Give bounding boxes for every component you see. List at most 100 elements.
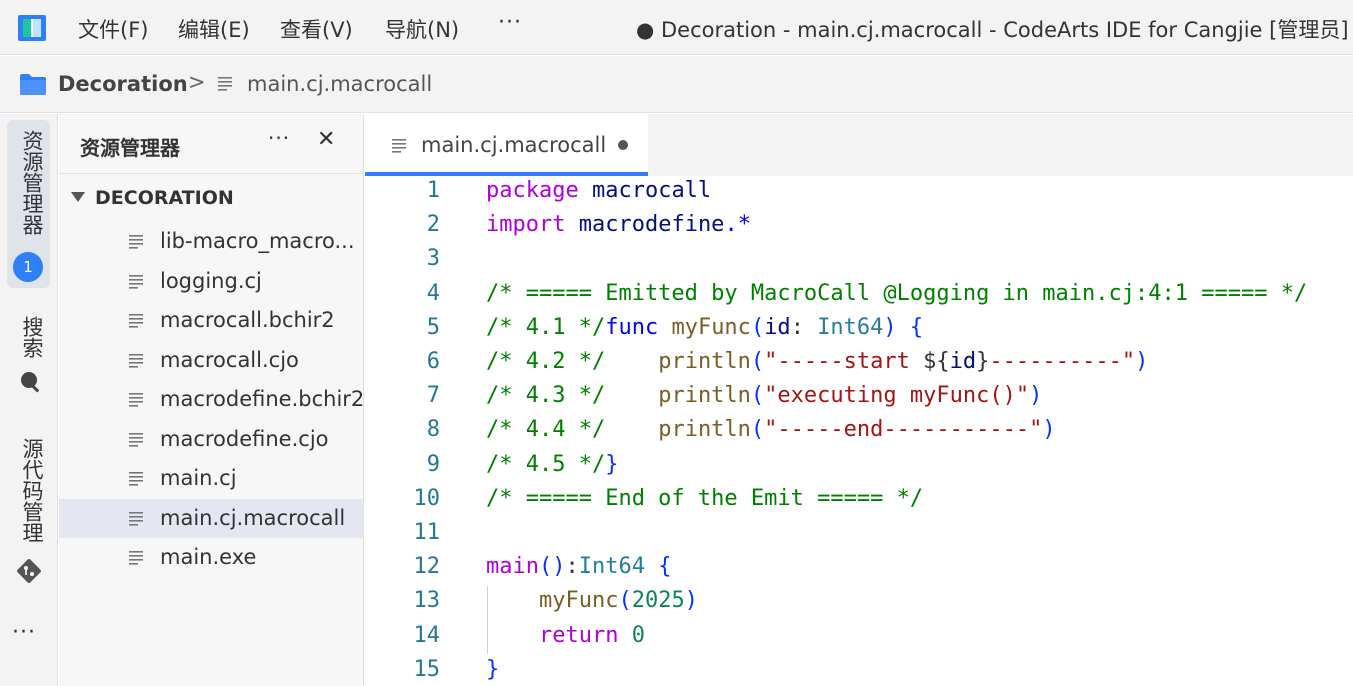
explorer-badge: 1 xyxy=(13,252,43,282)
line-text: main():Int64 { xyxy=(486,554,672,580)
file-item[interactable]: main.cj xyxy=(59,459,363,498)
activity-explorer[interactable]: 资源管理器 1 xyxy=(7,120,50,288)
code-line[interactable]: 8 /* 4.4 */ println("-----end-----------"… xyxy=(365,417,1353,451)
file-item[interactable]: macrocall.bchir2 xyxy=(59,301,363,340)
code-line[interactable]: 10 /* ===== End of the Emit ===== */ xyxy=(365,486,1353,520)
code-line[interactable]: 13 myFunc(2025) xyxy=(365,588,1353,622)
unsaved-dot-icon[interactable] xyxy=(618,140,628,150)
file-item[interactable]: macrodefine.cjo xyxy=(59,420,363,459)
file-item[interactable]: logging.cj xyxy=(59,262,363,301)
line-text: /* 4.5 */} xyxy=(486,451,619,477)
file-item-selected[interactable]: main.cj.macrocall xyxy=(59,499,363,538)
file-lines-icon xyxy=(129,314,143,328)
code-line[interactable]: 4 /* ===== Emitted by MacroCall @Logging … xyxy=(365,281,1353,315)
line-text: } xyxy=(486,656,500,682)
app-logo-icon xyxy=(18,15,46,41)
code-line[interactable]: 14 return 0 xyxy=(365,623,1353,657)
activity-bar: 资源管理器 1 搜索 源代码管理 ··· xyxy=(0,114,58,686)
breadcrumb-file[interactable]: main.cj.macrocall xyxy=(247,72,433,96)
code-line[interactable]: 7 /* 4.3 */ println("executing myFunc()") xyxy=(365,383,1353,417)
line-text: /* ===== Emitted by MacroCall @Logging i… xyxy=(486,280,1308,306)
activity-explorer-label: 资源管理器 xyxy=(20,130,44,235)
line-number: 3 xyxy=(426,246,440,272)
tab-label: main.cj.macrocall xyxy=(421,133,607,157)
code-line[interactable]: 11 xyxy=(365,520,1353,554)
menu-view[interactable]: 查看(V) xyxy=(280,18,353,42)
file-item[interactable]: lib-macro_macro... xyxy=(59,222,363,261)
activity-search[interactable]: 搜索 xyxy=(7,310,50,410)
explorer-divider xyxy=(59,173,363,174)
line-number: 14 xyxy=(413,622,441,648)
line-number: 7 xyxy=(426,383,440,409)
editor-tab-active[interactable]: main.cj.macrocall xyxy=(365,114,648,176)
explorer-section-label: DECORATION xyxy=(95,187,234,209)
line-number: 2 xyxy=(426,212,440,238)
line-number: 13 xyxy=(413,588,441,614)
menu-more-button[interactable]: ··· xyxy=(498,10,522,35)
code-line[interactable]: 2 import macrodefine.* xyxy=(365,212,1353,246)
file-lines-icon xyxy=(129,235,143,249)
line-text: /* ===== End of the Emit ===== */ xyxy=(486,485,924,511)
code-line[interactable]: 5/* 4.1 */func myFunc(id: Int64) { xyxy=(365,315,1353,349)
window-title: ● Decoration - main.cj.macrocall - CodeA… xyxy=(636,18,1349,42)
code-line[interactable]: 6/* 4.2 */ println("-----start ${id}----… xyxy=(365,349,1353,383)
folder-icon xyxy=(20,74,46,95)
line-text: return 0 xyxy=(538,622,645,648)
line-number: 10 xyxy=(413,485,441,511)
editor-tab-bar: main.cj.macrocall xyxy=(365,114,1353,176)
code-line[interactable]: 3 xyxy=(365,246,1353,280)
line-number: 5 xyxy=(426,314,440,340)
file-name: main.exe xyxy=(160,545,257,569)
file-name: macrocall.bchir2 xyxy=(160,308,335,332)
activity-search-label: 搜索 xyxy=(20,316,44,358)
source-control-icon xyxy=(17,559,41,583)
file-lines-icon xyxy=(129,551,143,565)
explorer-close-button[interactable]: ✕ xyxy=(317,127,336,152)
file-name: macrodefine.cjo xyxy=(160,427,329,451)
line-text: /* 4.3 */ println("executing myFunc()") xyxy=(486,383,1043,409)
file-name: logging.cj xyxy=(160,269,262,293)
search-icon xyxy=(21,372,40,393)
menu-file[interactable]: 文件(F) xyxy=(78,18,149,42)
line-text: /* 4.4 */ println("-----end-----------") xyxy=(486,417,1056,443)
file-lines-icon xyxy=(218,77,232,91)
activity-more-button[interactable]: ··· xyxy=(12,620,36,645)
file-item[interactable]: macrocall.cjo xyxy=(59,341,363,380)
file-name: macrocall.cjo xyxy=(160,348,299,372)
code-line[interactable]: 12 main():Int64 { xyxy=(365,554,1353,588)
line-text: import macrodefine.* xyxy=(486,212,751,238)
explorer-section-header[interactable]: DECORATION xyxy=(59,184,363,214)
line-text: package macrocall xyxy=(486,178,712,203)
code-line[interactable]: 9 /* 4.5 */} xyxy=(365,452,1353,486)
line-text: /* 4.2 */ println("-----start ${id}-----… xyxy=(486,349,1149,374)
menu-edit[interactable]: 编辑(E) xyxy=(178,18,250,42)
line-number: 11 xyxy=(413,520,441,545)
file-name: lib-macro_macro... xyxy=(160,229,355,253)
line-number: 8 xyxy=(426,417,440,443)
file-lines-icon xyxy=(129,472,143,486)
line-number: 4 xyxy=(426,280,440,306)
file-lines-icon xyxy=(129,433,143,447)
line-number: 9 xyxy=(426,451,440,477)
breadcrumb: Decoration > main.cj.macrocall xyxy=(0,56,1353,113)
code-line[interactable]: 15} xyxy=(365,657,1353,686)
file-lines-icon xyxy=(129,275,143,289)
menu-navigate[interactable]: 导航(N) xyxy=(385,18,460,42)
file-name: main.cj.macrocall xyxy=(160,506,346,530)
file-item[interactable]: macrodefine.bchir2 xyxy=(59,380,365,419)
activity-scm[interactable]: 源代码管理 xyxy=(7,432,50,592)
explorer-more-button[interactable]: ··· xyxy=(268,126,291,150)
line-number: 15 xyxy=(413,656,441,682)
breadcrumb-separator: > xyxy=(188,70,206,94)
title-bar: 文件(F) 编辑(E) 查看(V) 导航(N) ··· ● Decoration… xyxy=(0,0,1353,55)
caret-down-icon xyxy=(71,192,85,202)
file-lines-icon xyxy=(392,139,406,153)
line-text: myFunc(2025) xyxy=(538,588,698,614)
file-item[interactable]: main.exe xyxy=(59,538,363,577)
breadcrumb-root[interactable]: Decoration xyxy=(58,72,188,96)
file-name: macrodefine.bchir2 xyxy=(160,387,365,411)
line-number: 12 xyxy=(413,554,441,580)
